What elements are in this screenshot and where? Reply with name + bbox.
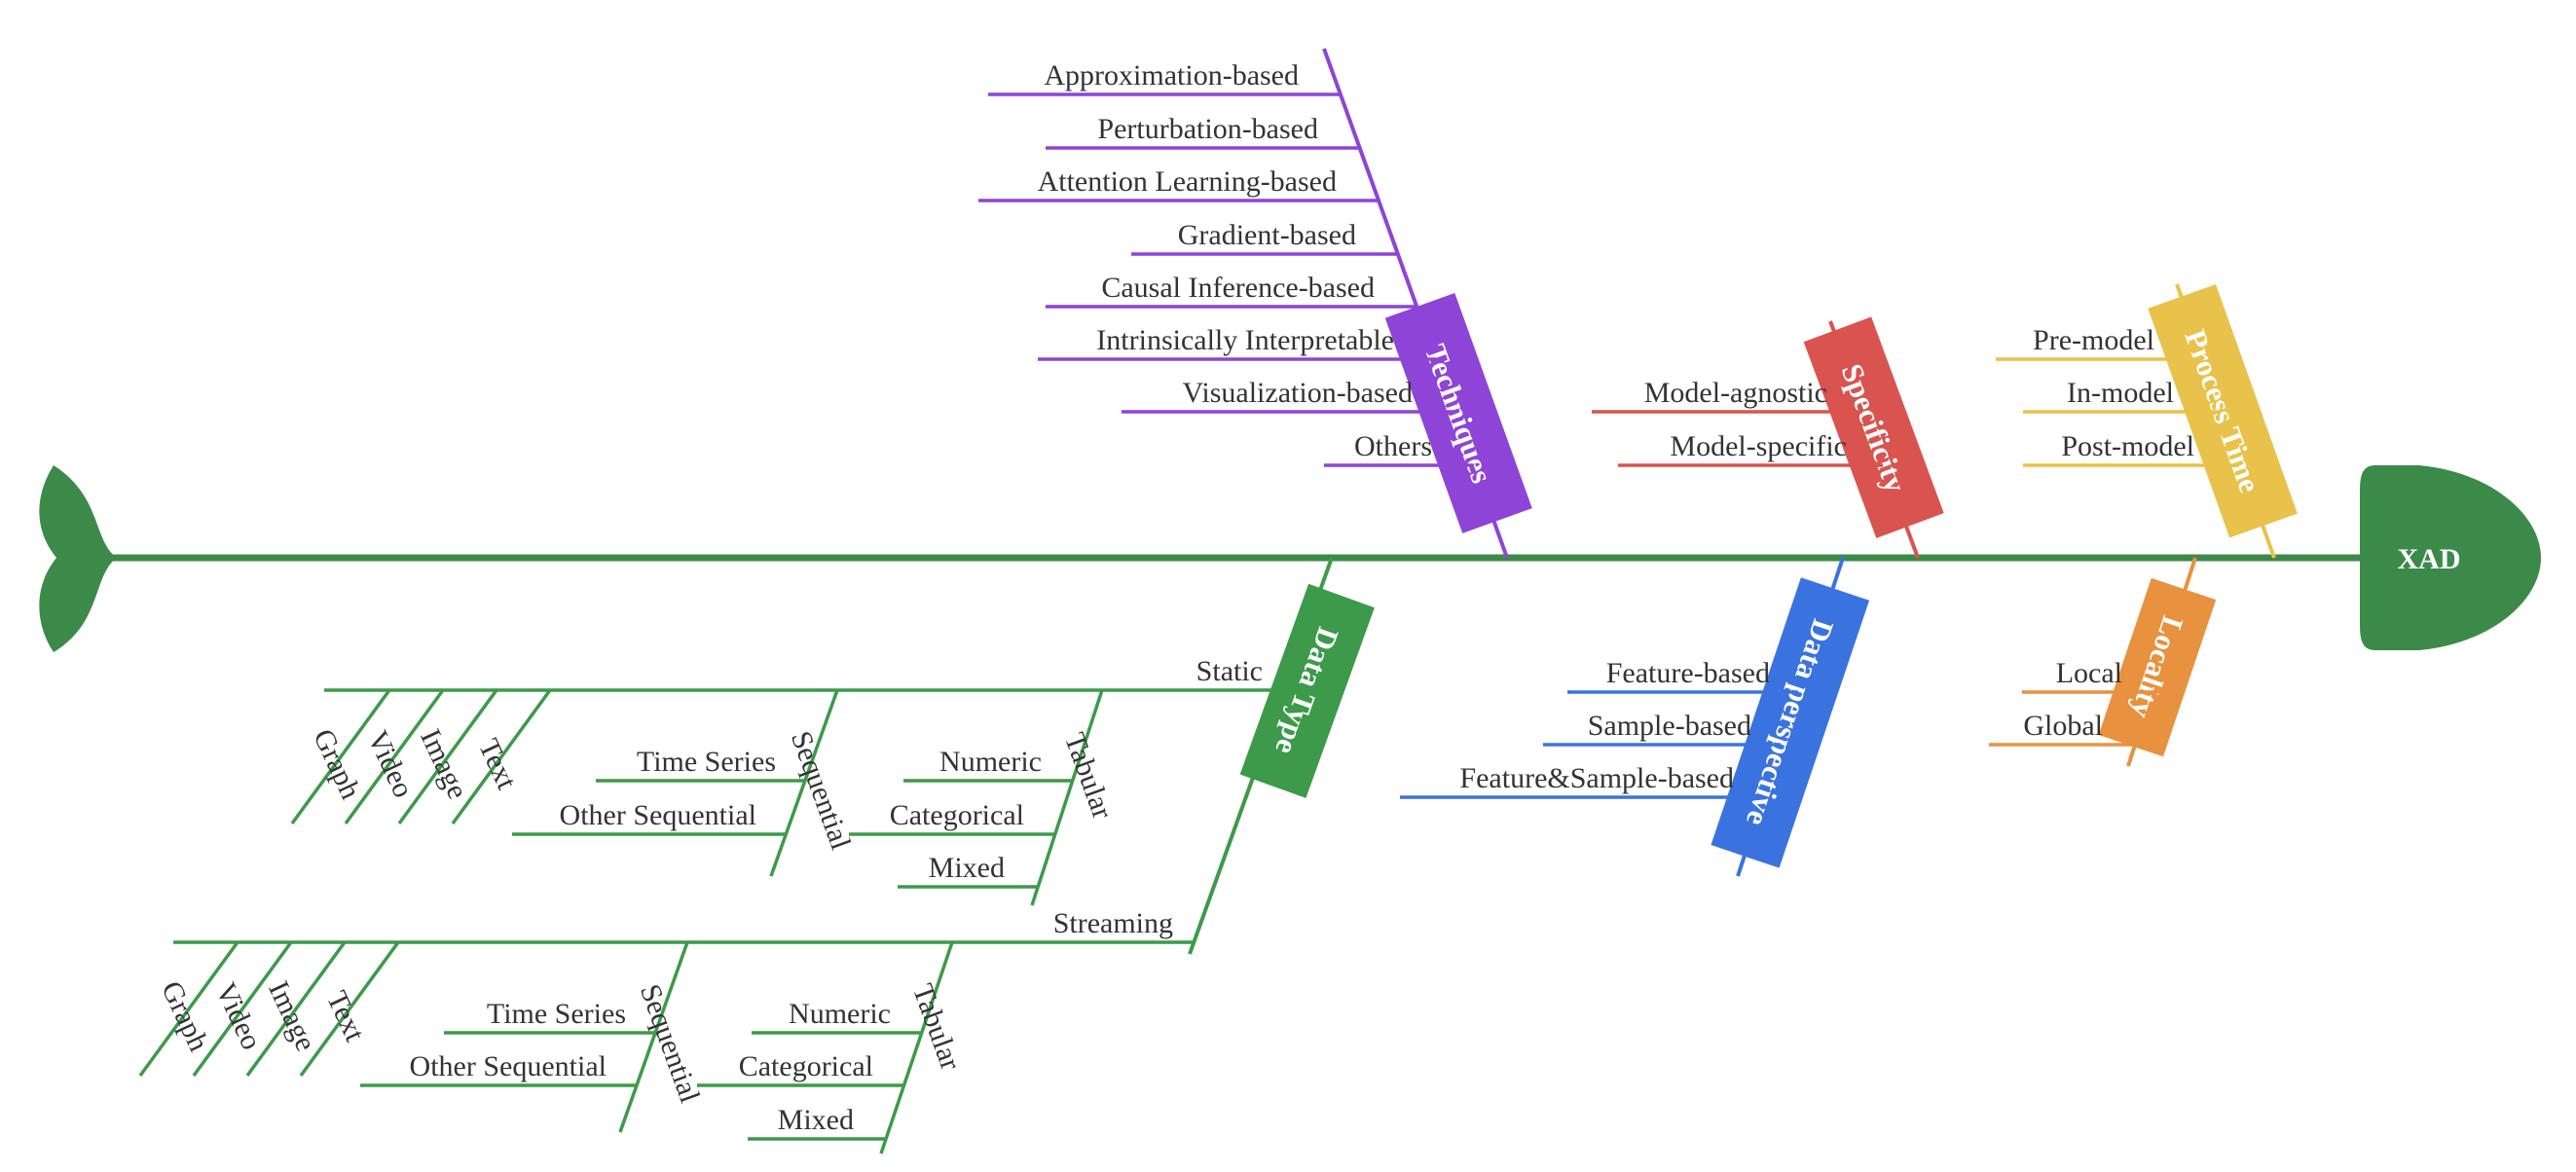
category-box-specificity	[1803, 316, 1944, 538]
fish-tail	[39, 465, 117, 652]
locality-item: Local	[2056, 657, 2122, 689]
process-time-item: Post-model	[2061, 430, 2194, 462]
techniques-item: Causal Inference-based	[1101, 272, 1375, 304]
category-box-techniques	[1384, 292, 1532, 533]
data-type-tabular-item: Numeric	[789, 998, 891, 1030]
data-type-tabular-item: Mixed	[778, 1104, 854, 1136]
data-type-subcategory: Sequential	[634, 980, 706, 1107]
data-type-group-label: Static	[1196, 655, 1263, 687]
bone-specificity: Specificity Model-agnostic Model-specifi…	[1592, 316, 1944, 559]
specificity-item: Model-agnostic	[1644, 377, 1827, 409]
process-time-item: In-model	[2067, 377, 2174, 409]
techniques-item: Intrinsically Interpretable	[1096, 324, 1394, 356]
data-perspective-item: Feature-based	[1606, 657, 1770, 689]
techniques-item: Approximation-based	[1044, 59, 1299, 92]
bone-locality: Locality Local Global	[1989, 557, 2217, 767]
diagram-title: XAD	[2398, 543, 2461, 575]
specificity-item: Model-specific	[1670, 430, 1847, 462]
data-perspective-item: Feature&Sample-based	[1459, 762, 1734, 794]
category-box-locality	[2098, 577, 2217, 757]
data-type-tabular-item: Mixed	[929, 852, 1005, 884]
data-type-group-static: Static Graph Video Image Text Sequential…	[290, 655, 1283, 906]
data-type-sequential-item: Other Sequential	[410, 1050, 607, 1082]
data-type-group-label: Streaming	[1053, 907, 1173, 939]
data-type-sequential-item: Other Sequential	[560, 799, 756, 831]
data-perspective-item: Sample-based	[1588, 710, 1751, 742]
data-type-tabular-item: Categorical	[890, 799, 1024, 831]
data-type-sequential-item: Time Series	[487, 998, 626, 1030]
techniques-item: Perturbation-based	[1097, 113, 1318, 145]
data-type-tabular-item: Categorical	[739, 1050, 873, 1082]
data-type-subcategory: Tabular	[1058, 729, 1119, 824]
bone-techniques: Techniques Approximation-based Perturbat…	[978, 48, 1532, 559]
data-type-sequential-item: Time Series	[637, 746, 776, 778]
bone-data-perspective: Data perspective Feature-based Sample-ba…	[1400, 557, 1870, 877]
category-box-process-time	[2148, 284, 2298, 538]
techniques-item: Visualization-based	[1183, 377, 1413, 409]
fish-head	[2360, 465, 2541, 650]
techniques-item: Attention Learning-based	[1038, 165, 1337, 198]
category-box-data-perspective	[1711, 577, 1870, 868]
data-type-subcategory: Sequential	[785, 727, 857, 854]
techniques-item: Others	[1354, 430, 1432, 462]
data-type-subcategory: Tabular	[906, 980, 967, 1075]
data-type-tabular-item: Numeric	[939, 746, 1042, 778]
data-type-group-streaming: Streaming Graph Video Image Text Sequent…	[138, 907, 1195, 1154]
bone-process-time: Process Time Pre-model In-model Post-mod…	[1996, 283, 2298, 559]
locality-item: Global	[2023, 710, 2103, 742]
process-time-item: Pre-model	[2033, 324, 2154, 356]
category-box-data-type	[1239, 583, 1375, 798]
bone-data-type: Data Type Static Graph Video Image Text …	[138, 557, 1375, 1154]
techniques-item: Gradient-based	[1178, 219, 1356, 251]
